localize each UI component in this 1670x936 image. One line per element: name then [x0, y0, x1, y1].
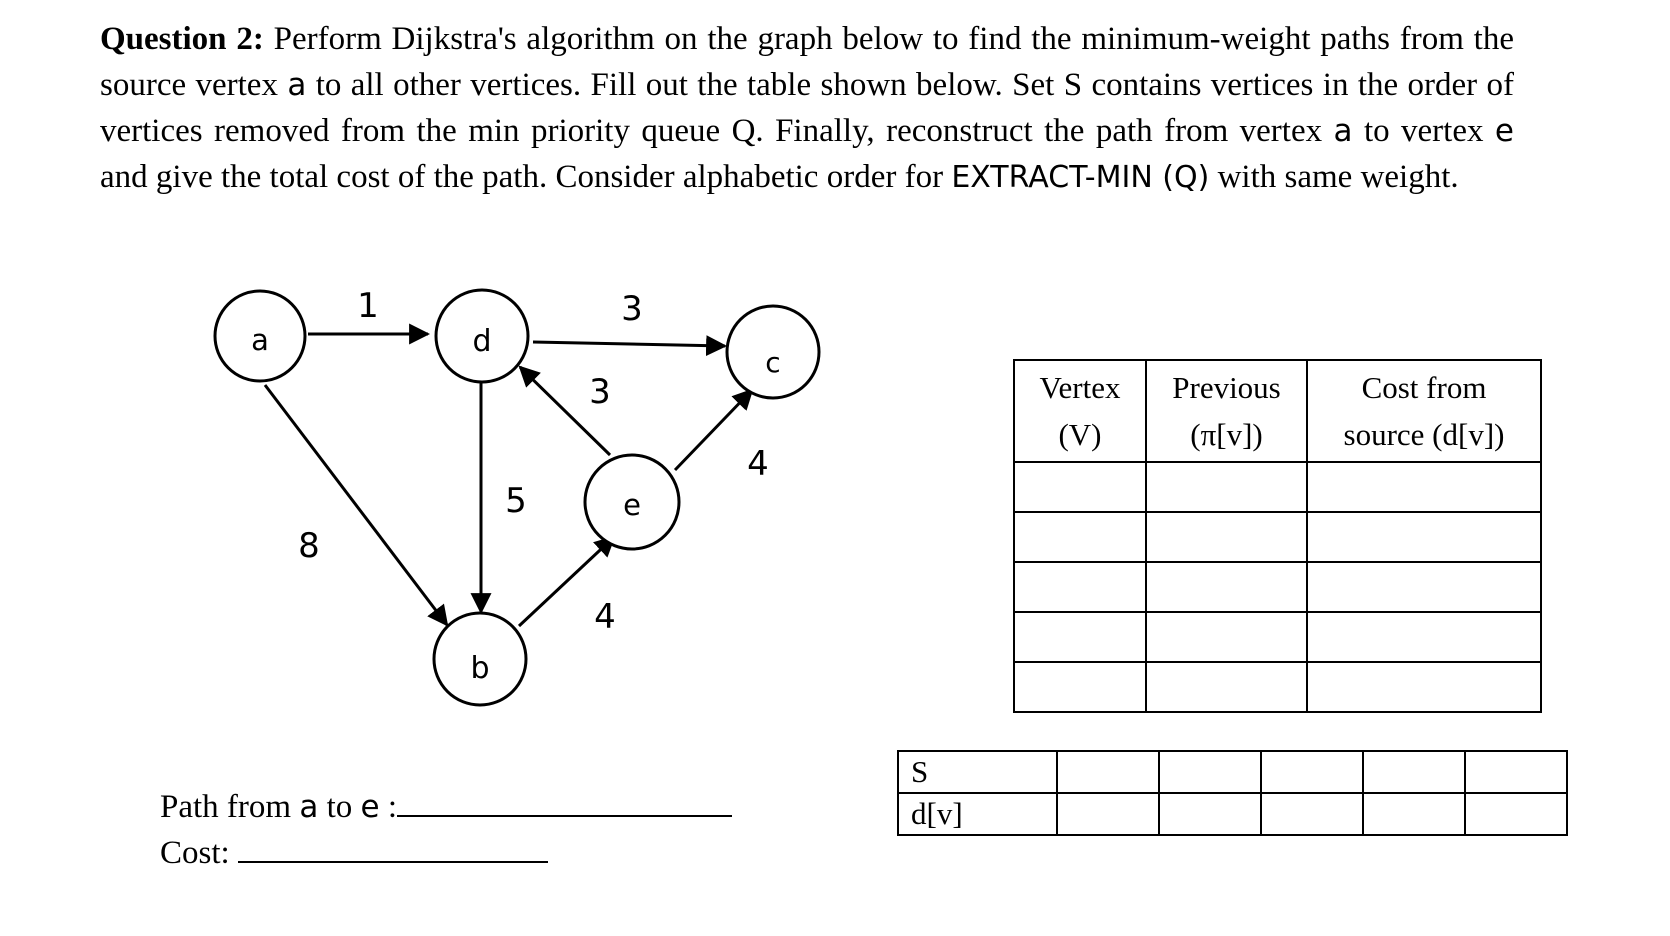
path-answer-blank[interactable] [397, 785, 732, 817]
question-part3: to vertex [1352, 113, 1495, 149]
table-cell[interactable] [1306, 561, 1542, 613]
table-row [1013, 661, 1542, 713]
cost-row: Cost: [160, 830, 732, 876]
to-vertex: e [1494, 113, 1514, 149]
extract-min-text: EXTRACT-MIN (Q) [951, 160, 1210, 195]
table-cell[interactable] [1013, 461, 1147, 513]
table-cell[interactable] [1145, 561, 1308, 613]
node-e-label: e [623, 488, 641, 522]
header-cost: Cost from source (d[v]) [1306, 359, 1542, 463]
header-vertex: Vertex (V) [1013, 359, 1147, 463]
weight-e-c: 4 [747, 444, 769, 484]
dv-label: d[v] [897, 792, 1058, 836]
dv-cell[interactable] [1362, 792, 1466, 836]
table-row [1013, 511, 1542, 563]
header-cost-line2: source (d[v]) [1343, 417, 1505, 452]
node-b: b [432, 611, 528, 707]
weight-d-b: 5 [505, 481, 527, 521]
vertex-table-header: Vertex (V) Previous (π[v]) Cost from source… [1013, 359, 1542, 463]
table-cell[interactable] [1013, 611, 1147, 663]
table-cell[interactable] [1013, 561, 1147, 613]
question-part4: and give the total cost of the path. Con… [100, 159, 952, 195]
table-cell[interactable] [1145, 661, 1308, 713]
table-row [1013, 561, 1542, 613]
edge-d-c [532, 335, 728, 357]
table-row [1013, 461, 1542, 513]
path-mid: to [318, 789, 361, 825]
node-e: e [583, 453, 681, 551]
dv-cell[interactable] [1464, 792, 1568, 836]
table-cell[interactable] [1306, 611, 1542, 663]
question-text: Question 2: Perform Dijkstra's algorithm… [100, 16, 1514, 201]
path-row: Path from a to e : [160, 784, 732, 830]
header-previous: Previous (π[v]) [1145, 359, 1308, 463]
header-previous-line1: Previous [1172, 370, 1281, 405]
header-previous-line2: (π[v]) [1190, 417, 1263, 452]
node-c: c [725, 304, 821, 400]
s-cell[interactable] [1362, 750, 1466, 794]
node-a-label: a [251, 323, 269, 357]
node-d-label: d [472, 324, 491, 359]
weight-a-b: 8 [298, 526, 320, 566]
s-cell[interactable] [1056, 750, 1160, 794]
s-cell[interactable] [1464, 750, 1568, 794]
table-row [1013, 611, 1542, 663]
header-vertex-line1: Vertex [1039, 370, 1121, 405]
weight-e-d: 3 [589, 372, 611, 412]
cost-answer-blank[interactable] [237, 831, 548, 863]
question-part1: Perform Dijkstra's algorithm on the grap… [100, 21, 1514, 103]
s-cell[interactable] [1260, 750, 1364, 794]
dv-cell[interactable] [1260, 792, 1364, 836]
table-cell[interactable] [1013, 661, 1147, 713]
header-vertex-line2: (V) [1058, 417, 1102, 452]
question-part2: to all other vertices. Fill out the tabl… [100, 67, 1514, 149]
edge-a-b [263, 384, 449, 627]
vertex-table: Vertex (V) Previous (π[v]) Cost from source… [1013, 359, 1542, 713]
dv-cell[interactable] [1056, 792, 1160, 836]
weight-d-c: 3 [621, 289, 643, 329]
table-cell[interactable] [1013, 511, 1147, 563]
s-row: S [897, 750, 1568, 794]
node-c-label: c [765, 346, 780, 379]
node-b-label: b [470, 651, 489, 686]
s-label: S [897, 750, 1058, 794]
weight-b-e: 4 [594, 597, 616, 637]
dv-cell[interactable] [1158, 792, 1262, 836]
question-label: Question 2: [100, 21, 264, 57]
table-cell[interactable] [1306, 661, 1542, 713]
question-part5: with same weight. [1209, 159, 1459, 195]
edge-e-c [673, 388, 754, 472]
edge-b-e [517, 535, 616, 628]
edge-e-d [518, 365, 612, 457]
path-to-vertex: e [360, 789, 380, 825]
node-a: a [213, 289, 307, 383]
answer-section: Path from a to e : Cost: [160, 784, 732, 876]
from-vertex: a [1333, 113, 1353, 149]
path-prefix: Path from [160, 789, 300, 825]
dv-row: d[v] [897, 792, 1568, 836]
s-table: S d[v] [897, 750, 1568, 836]
table-cell[interactable] [1145, 611, 1308, 663]
weight-a-d: 1 [357, 286, 379, 326]
cost-label: Cost: [160, 835, 238, 871]
node-d: d [434, 288, 530, 384]
table-cell[interactable] [1145, 461, 1308, 513]
s-cell[interactable] [1158, 750, 1262, 794]
source-vertex: a [287, 67, 307, 103]
table-cell[interactable] [1306, 461, 1542, 513]
table-cell[interactable] [1306, 511, 1542, 563]
header-cost-line1: Cost from [1361, 370, 1487, 405]
path-suffix: : [379, 789, 397, 825]
path-from-vertex: a [299, 789, 319, 825]
table-cell[interactable] [1145, 511, 1308, 563]
